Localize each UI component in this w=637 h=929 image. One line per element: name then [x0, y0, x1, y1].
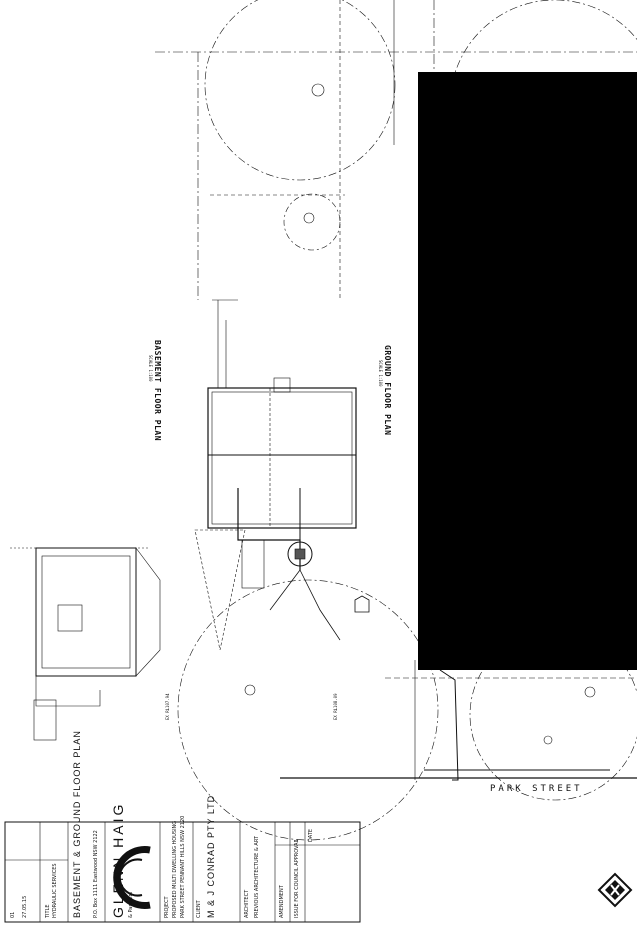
tree-trunk-5: [584, 686, 596, 698]
detail-tank-section: [35, 547, 137, 677]
detail-tank-inner: [41, 555, 131, 669]
tb-date-label: DATE: [308, 828, 314, 842]
basement-outline: [207, 387, 357, 529]
tb-project-label: PROJECT: [164, 896, 170, 918]
redaction-block: [418, 72, 637, 670]
tb-architect: PREVIOUS ARCHITECTURE & ART: [254, 836, 260, 918]
basement-plan-title: BASEMENT FLOOR PLAN: [153, 340, 162, 442]
tree-trunk-4: [244, 684, 256, 696]
tb-architect-label: ARCHITECT: [244, 889, 250, 918]
street-label: PARK STREET: [490, 784, 583, 794]
north-arrow-icon: [597, 872, 633, 908]
tb-amendment-label: AMENDMENT: [279, 885, 285, 918]
tree-trunk-6: [543, 735, 553, 745]
tb-title: BASEMENT & GROUND FLOOR PLAN: [72, 730, 82, 918]
detail-pump: [57, 604, 83, 632]
pit-marker: [354, 595, 370, 613]
tree-trunk-1: [311, 83, 325, 97]
tb-title-label: TITLE: [45, 904, 51, 918]
stormwater-pipe-1: [237, 488, 301, 570]
tb-issue-date: 27.05.15: [22, 895, 28, 918]
tb-client-label: CLIENT: [196, 900, 202, 918]
detail-roof-slope: [135, 547, 161, 677]
tree-canopy-4: [177, 579, 439, 841]
basement-inner-wall: [211, 391, 353, 525]
tb-project-address: PARK STREET PENNANT HILLS NSW 2120: [180, 815, 186, 918]
tb-company-contact: P.O. Box 1111 Eastwood NSW 2122: [93, 830, 99, 918]
title-block-frame: [4, 821, 361, 923]
tree-trunk-3: [303, 212, 315, 224]
tree-canopy-5: [469, 629, 637, 801]
tree-canopy-1: [204, 0, 396, 181]
pump-pit: [287, 541, 313, 567]
detail-outlet: [35, 676, 101, 707]
rl-label-2: EX RL108.09: [333, 693, 338, 721]
detail-pipe-column: [33, 699, 57, 741]
ground-plan-title: GROUND FLOOR PLAN: [383, 345, 392, 436]
tb-issue-desc: ISSUE FOR COUNCIL APPROVAL: [294, 839, 300, 918]
stair-void: [273, 377, 291, 393]
stair-block: [241, 539, 265, 589]
tb-drawing-type: HYDRAULIC SERVICES: [52, 863, 58, 918]
tb-company: GLENN HAIG: [110, 801, 126, 918]
tb-project: PROPOSED MULTI DWELLING HOUSING: [172, 820, 178, 918]
tb-client: M & J CONRAD PTY LTD: [206, 794, 216, 918]
ground-plan-scale: SCALE 1:100: [378, 360, 383, 387]
pump-pit-grate: [294, 548, 306, 560]
tb-issue-no: 1: [294, 838, 300, 842]
tree-canopy-3: [283, 193, 341, 251]
basement-plan-scale: SCALE 1:100: [148, 355, 153, 382]
rl-label-1: EX RL107.94: [165, 693, 170, 721]
stormwater-pipe-4: [269, 569, 301, 611]
company-logo-icon: [113, 846, 151, 909]
stormwater-pipe-3: [299, 569, 341, 641]
tb-sheet-no: 01: [10, 911, 16, 918]
tb-company-sub: & Partners: [128, 891, 134, 918]
driveway-ramp: [194, 529, 246, 651]
street-boundary: [439, 669, 459, 781]
